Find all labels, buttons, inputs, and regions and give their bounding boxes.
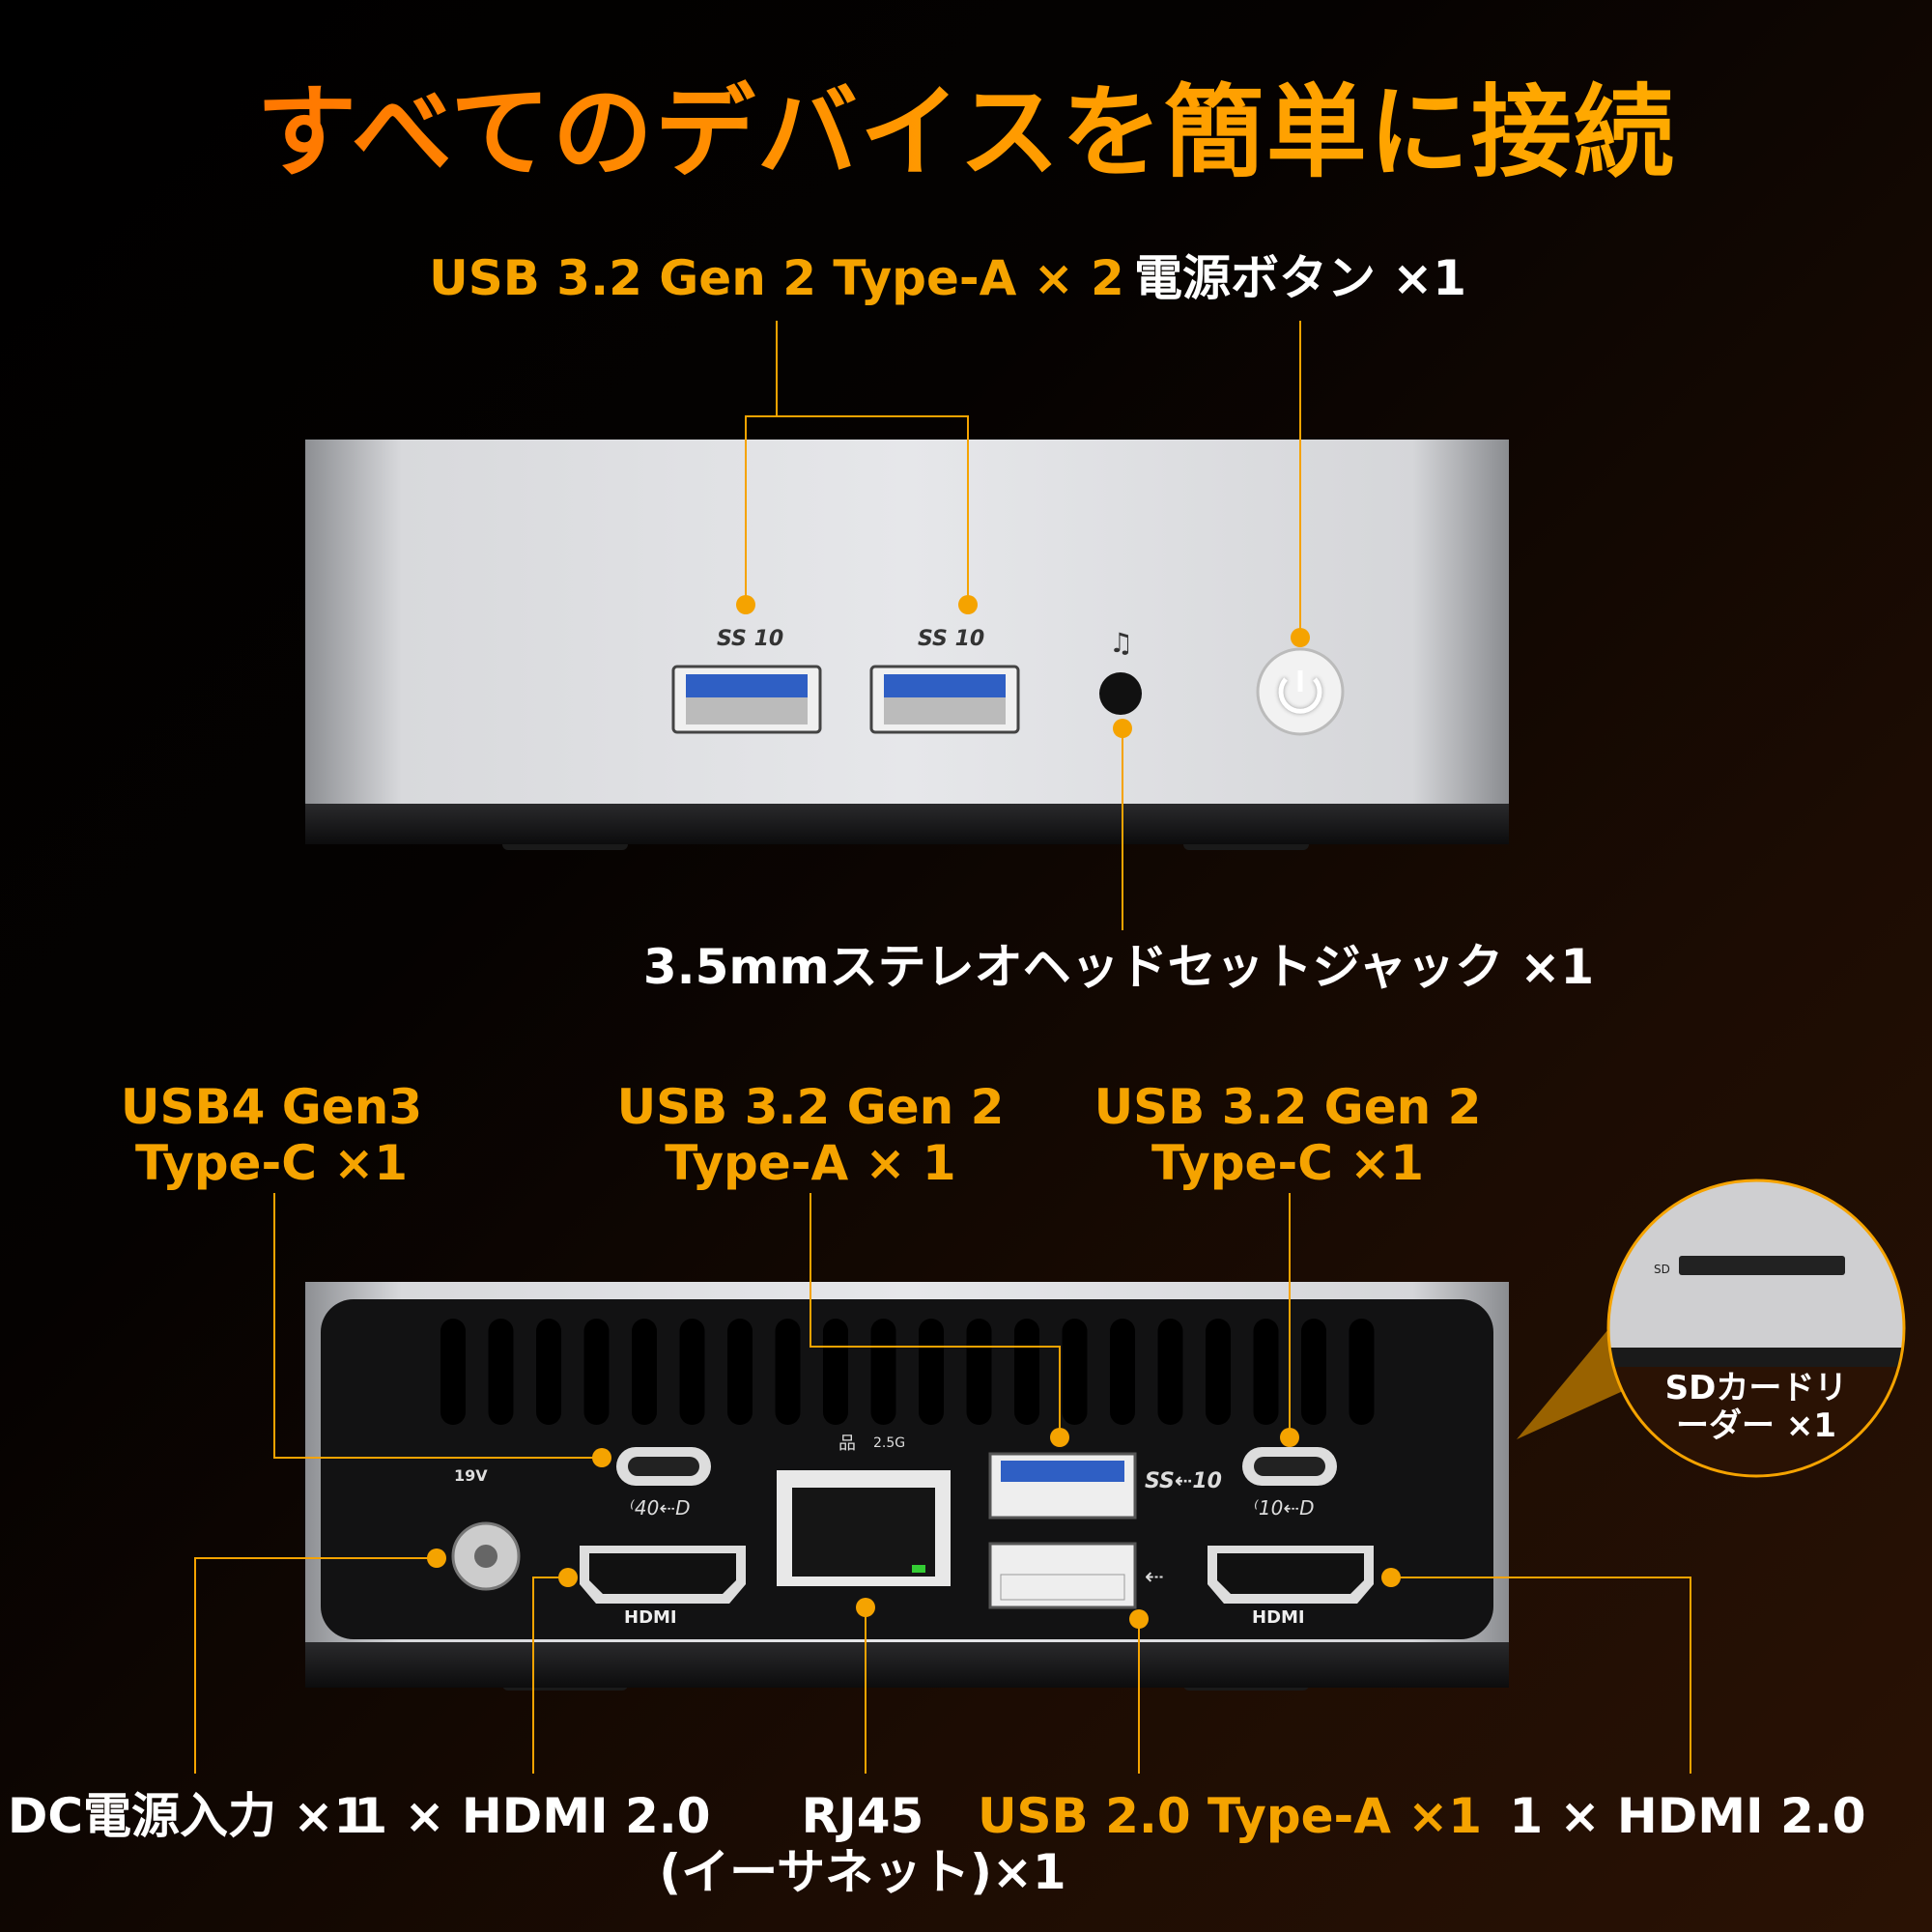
vent-slot — [870, 1319, 896, 1425]
network-icon: 品 — [838, 1434, 856, 1454]
label-sd-reader: SDカードリーダー ×1 — [1664, 1369, 1848, 1446]
callout-dot — [1280, 1428, 1299, 1447]
hdmi-logo: HDMI — [624, 1607, 677, 1628]
label-power-button: 電源ボタン ×1 — [1133, 250, 1467, 306]
rj45-port — [777, 1470, 951, 1586]
ss-usb-icon: SS 10 — [717, 627, 783, 651]
vent-slot — [1110, 1319, 1135, 1425]
vent-slot — [1157, 1319, 1183, 1425]
usb-a-port-rear-3.2 — [988, 1452, 1137, 1520]
callout-dot — [558, 1568, 578, 1587]
callout-dot — [1113, 719, 1132, 738]
hdmi-port-left — [580, 1546, 746, 1604]
label-rj45: RJ45(イーサネット)×1 — [659, 1788, 1066, 1900]
callout-dot — [856, 1598, 875, 1617]
power-button[interactable] — [1256, 647, 1345, 736]
sd-icon: SD — [1654, 1263, 1670, 1276]
usb-a-port-rear-2.0 — [988, 1542, 1137, 1609]
usb-a-port-front-2 — [869, 665, 1020, 734]
vent-slot — [679, 1319, 705, 1425]
headset-icon: ♫ — [1109, 627, 1133, 659]
vent-slot — [1349, 1319, 1375, 1425]
vent-slot — [632, 1319, 657, 1425]
callout-dot — [1129, 1609, 1149, 1629]
front-device: SS 10 SS 10 ♫ — [305, 440, 1509, 850]
callout-dot — [592, 1448, 611, 1467]
usb4-port — [616, 1447, 711, 1486]
callout-dot — [427, 1548, 446, 1568]
vent-slot — [1301, 1319, 1326, 1425]
headline: すべてのデバイスを簡単に接続 — [0, 50, 1932, 196]
usb-a-port-front-1 — [671, 665, 822, 734]
vent-slots — [440, 1319, 1375, 1425]
vent-slot — [583, 1319, 610, 1425]
label-usb20: USB 2.0 Type-A ×1 — [977, 1788, 1483, 1844]
ss-usb-icon: SS⇠10 — [1145, 1469, 1222, 1493]
thunderbolt-40-icon: ⁽40⇠D — [630, 1496, 691, 1520]
vent-slot — [488, 1319, 514, 1425]
vent-slot — [1206, 1319, 1231, 1425]
usb-c-10-icon: ⁽10⇠D — [1254, 1496, 1315, 1520]
label-audio-jack: 3.5mmステレオヘッドセットジャック ×1 — [642, 939, 1595, 995]
vent-slot — [440, 1319, 466, 1425]
vent-slot — [1253, 1319, 1279, 1425]
vent-slot — [919, 1319, 944, 1425]
label-hdmi-right: 1 × HDMI 2.0 — [1509, 1788, 1866, 1844]
hdmi-logo: HDMI — [1252, 1607, 1305, 1628]
leader-lines — [194, 321, 1691, 1774]
vent-slot — [775, 1319, 801, 1425]
usb-icon: ⇠ — [1145, 1563, 1164, 1590]
callout-dot — [1291, 628, 1310, 647]
vent-slot — [536, 1319, 561, 1425]
vent-slot — [1062, 1319, 1088, 1425]
label-hdmi-left: 1 × HDMI 2.0 — [354, 1788, 711, 1844]
lan-speed-mark: 2.5G — [873, 1435, 905, 1451]
hdmi-port-right — [1208, 1546, 1374, 1604]
callout-dot — [1381, 1568, 1401, 1587]
rear-device: 19V ⁽40⇠D HDMI 品 2.5G SS⇠10 ⇠ ⁽10⇠D HDMI — [305, 1282, 1509, 1690]
dc-voltage-mark: 19V — [454, 1466, 488, 1485]
dc-jack — [451, 1521, 521, 1591]
ss-usb-icon: SS 10 — [918, 627, 984, 651]
label-usb-a-front: USB 3.2 Gen 2 Type-A × 2 — [429, 250, 1124, 306]
audio-jack — [1099, 672, 1142, 715]
label-dc-input: DC電源入力 ×1 — [7, 1788, 368, 1844]
vent-slot — [727, 1319, 753, 1425]
usb-c-port-rear — [1242, 1447, 1337, 1486]
callout-dots — [427, 595, 1401, 1629]
vent-slot — [823, 1319, 848, 1425]
callout-dot — [958, 595, 978, 614]
callout-dot — [736, 595, 755, 614]
vent-slot — [1014, 1319, 1039, 1425]
callout-dot — [1050, 1428, 1069, 1447]
vent-slot — [966, 1319, 992, 1425]
